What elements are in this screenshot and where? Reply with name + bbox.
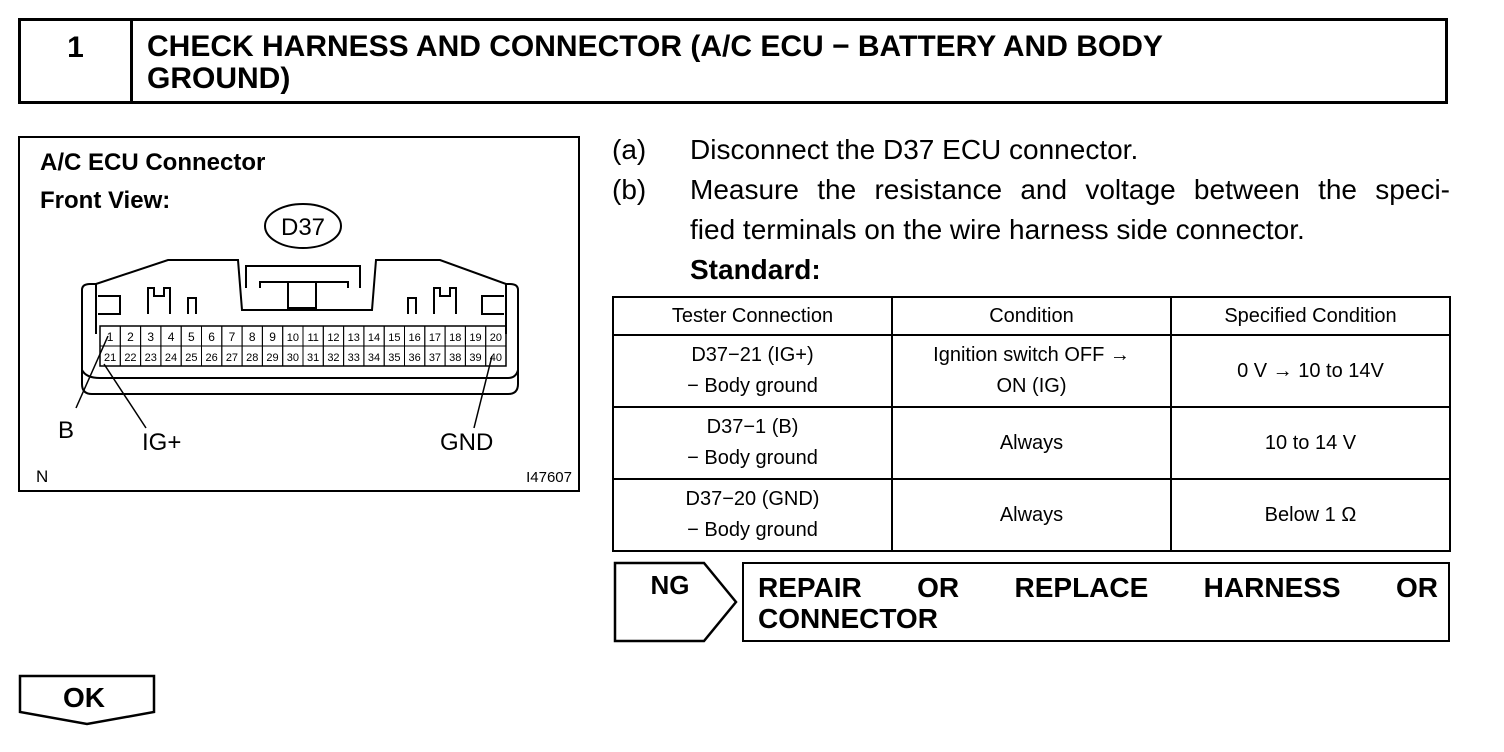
step-number: 1 [21,21,133,101]
pin-number: 3 [147,330,154,344]
instruction-b-marker: (b) [612,174,647,205]
pin-number: 22 [124,352,136,364]
tester-connection-cell: D37−20 (GND)− Body ground [612,478,893,552]
pin-number: 30 [287,352,299,364]
step-title: CHECK HARNESS AND CONNECTOR (A/C ECU − B… [147,31,1427,95]
instruction-b-line1: Measure the resistance and voltage betwe… [690,174,1450,205]
figure-title-line2: Front View: [40,187,170,214]
pin-number: 14 [368,332,380,344]
tester-connection-cell: D37−1 (B)− Body ground [612,406,893,480]
pin-number: 16 [409,332,421,344]
pin-number: 36 [409,352,421,364]
pin-number: 13 [348,332,360,344]
pin-number: 34 [368,352,380,364]
pin-number: 10 [287,332,299,344]
pin-number: 40 [490,352,502,364]
pin-number: 17 [429,332,441,344]
pin-number: 31 [307,352,319,364]
pin-number: 5 [188,330,195,344]
table-header-row: Tester Connection Condition Specified Co… [612,296,1451,336]
pin-number: 6 [208,330,215,344]
instruction-a-marker: (a) [612,134,647,165]
table-row: D37−20 (GND)− Body ground Always Below 1… [612,478,1451,552]
pin-number: 28 [246,352,258,364]
condition-cell: Always [891,478,1172,552]
pin-number: 1 [107,330,114,344]
pin-number: 18 [449,332,461,344]
pin-number: 19 [469,332,481,344]
figure-title-line1: A/C ECU Connector [40,149,265,176]
pin-number: 15 [388,332,400,344]
pin-number: 8 [249,330,256,344]
pin-number: 35 [388,352,400,364]
pin-number: 2 [127,330,134,344]
label-ig: IG+ [142,429,181,456]
connector-housing [81,259,519,395]
step-header: 1 CHECK HARNESS AND CONNECTOR (A/C ECU −… [18,18,1448,104]
corner-label-right: I47607 [526,469,572,486]
standard-table: Tester Connection Condition Specified Co… [612,296,1451,552]
condition-cell: Always [891,406,1172,480]
standard-label: Standard: [690,254,821,285]
ng-label: NG [651,570,690,600]
pin-number: 27 [226,352,238,364]
table-header-cell: Tester Connection [612,296,893,336]
ng-action-line2: CONNECTOR [758,603,938,634]
pin-number: 37 [429,352,441,364]
instruction-b-text: Measure the resistance and voltage betwe… [690,170,1450,290]
tester-connection-cell: D37−21 (IG+)− Body ground [612,334,893,408]
label-b: B [58,417,74,444]
pin-number: 7 [229,330,236,344]
pin-number: 38 [449,352,461,364]
ng-action-line1: REPAIR OR REPLACE HARNESS OR [758,572,1438,603]
pin-number: 9 [269,330,276,344]
ng-arrow-box[interactable]: NG [612,560,740,644]
step-title-line1: CHECK HARNESS AND CONNECTOR (A/C ECU − B… [147,30,1163,63]
pin-number: 26 [206,352,218,364]
pin-number: 12 [327,332,339,344]
pin-number: 25 [185,352,197,364]
pin-number: 29 [266,352,278,364]
specified-condition-cell: 0 V → 10 to 14V [1170,334,1451,408]
pin-number: 11 [307,332,318,344]
pin-number: 21 [104,352,116,364]
instruction-b-line2: fied terminals on the wire harness side … [690,214,1305,245]
ng-action-box: REPAIR OR REPLACE HARNESS OR CONNECTOR [742,562,1450,642]
ok-label: OK [63,682,105,713]
instruction-a-text: Disconnect the D37 ECU connector. [690,134,1139,165]
step-title-line2: GROUND) [147,62,291,95]
pin-number: 33 [348,352,360,364]
table-row: D37−1 (B)− Body ground Always 10 to 14 V [612,406,1451,480]
pin-number: 39 [469,352,481,364]
corner-label-left: N [36,467,48,486]
pin-number: 24 [165,352,177,364]
pin-number: 20 [490,332,502,344]
condition-cell: Ignition switch OFF →ON (IG) [891,334,1172,408]
specified-condition-cell: Below 1 Ω [1170,478,1451,552]
pin-cell [485,345,507,367]
connector-id: D37 [281,214,325,241]
ok-arrow-box[interactable]: OK [18,674,158,726]
callout-lines [75,335,493,429]
pin-number: 4 [168,330,175,344]
specified-condition-cell: 10 to 14 V [1170,406,1451,480]
table-row: D37−21 (IG+)− Body ground Ignition switc… [612,334,1451,408]
ng-action-text: REPAIR OR REPLACE HARNESS OR CONNECTOR [758,572,1438,634]
pin-number: 32 [327,352,339,364]
table-header-cell: Condition [891,296,1172,336]
pin-number: 23 [145,352,157,364]
table-header-cell: Specified Condition [1170,296,1451,336]
connector-id-ellipse [264,203,342,249]
label-gnd: GND [440,429,493,456]
